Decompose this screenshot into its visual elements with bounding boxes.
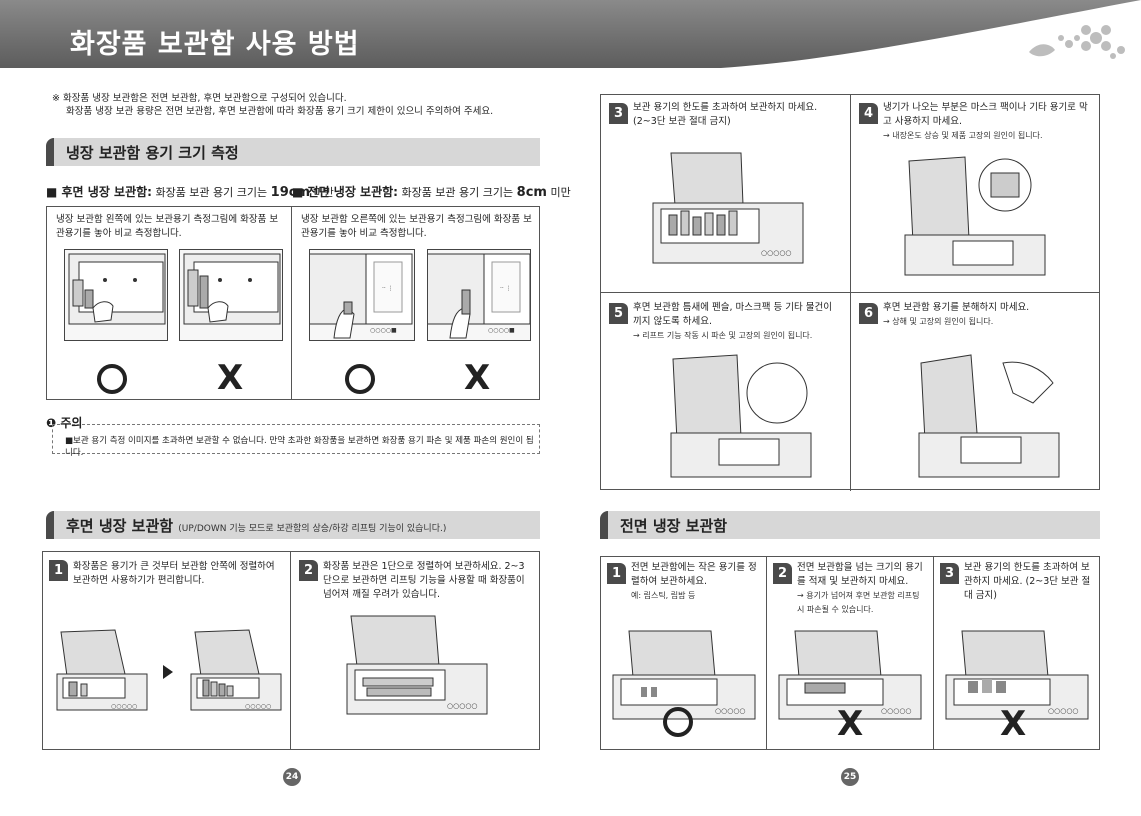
- step-number: 2: [773, 563, 792, 584]
- step-number: 5: [609, 303, 628, 324]
- right-steps-grid: 3 보관 용기의 한도를 초과하여 보관하지 마세요. (2~3단 보관 절대 …: [600, 94, 1100, 491]
- front-step-3-image: ○○○○○: [944, 629, 1092, 721]
- front-step-2: 2 전면 보관함을 넘는 크기의 용기를 적재 및 보관하지 마세요. → 용기…: [767, 557, 934, 749]
- step-number: 6: [859, 303, 878, 324]
- wrong-mark: X: [837, 704, 864, 744]
- rear-section-title: 후면 냉장 보관함: [66, 517, 174, 535]
- step-subtext: → 상해 및 고장의 원인이 됩니다.: [883, 317, 994, 326]
- measure-section-title: 냉장 보관함 용기 크기 측정: [66, 144, 239, 162]
- front-section-header: 전면 냉장 보관함: [600, 511, 1100, 539]
- arrow-right-icon: [163, 665, 173, 679]
- svg-text:○○○○○: ○○○○○: [111, 703, 137, 710]
- step-number: 4: [859, 103, 878, 124]
- rear-section-subtitle: (UP/DOWN 기능 모드로 보관함의 상승/하강 리프팅 기능이 있습니다.…: [178, 524, 447, 534]
- page-title: 화장품 보관함 사용 방법: [70, 29, 360, 60]
- step-number: 3: [940, 563, 959, 584]
- rear-step-2: 2 화장품 보관은 1단으로 정렬하여 보관하세요. 2~3단으로 보관하면 리…: [291, 552, 540, 749]
- caution-text: ■보관 용기 측정 이미지를 초과하면 보관할 수 없습니다. 만약 초과한 화…: [65, 436, 534, 458]
- page-header: 화장품 보관함 사용 방법: [0, 0, 1141, 68]
- front-step-1-image: ○○○○○: [611, 629, 759, 721]
- step-number: 1: [49, 560, 68, 581]
- rear-step-3-image: ○○○○○: [649, 151, 809, 269]
- step-subtext: 예: 립스틱, 립밤 등: [631, 591, 696, 600]
- svg-text:○○○○■: ○○○○■: [488, 327, 515, 334]
- step-text: 전면 보관함에는 작은 용기를 정렬하여 보관하세요.: [631, 562, 757, 587]
- step-subtext: → 리프트 기능 작동 시 파손 및 고장의 원인이 됩니다.: [633, 331, 813, 340]
- header-decoration: [721, 0, 1141, 68]
- flower-icon: [1029, 25, 1125, 59]
- page-number-right: 25: [841, 768, 859, 786]
- measure-section-header: 냉장 보관함 용기 크기 측정: [46, 138, 540, 166]
- intro-note-line1: ※ 화장품 냉장 보관함은 전면 보관함, 후면 보관함으로 구성되어 있습니다…: [52, 93, 347, 104]
- caution-box: ■보관 용기 측정 이미지를 초과하면 보관할 수 없습니다. 만약 초과한 화…: [52, 424, 540, 458]
- rear-step-6-image: [913, 353, 1063, 483]
- front-section-title: 전면 냉장 보관함: [620, 517, 728, 535]
- front-step-2-image: ○○○○○: [777, 629, 925, 721]
- correct-mark: [663, 707, 693, 737]
- step-text: 화장품은 용기가 큰 것부터 보관함 안쪽에 정렬하여 보관하면 사용하기가 편…: [73, 561, 275, 586]
- step-text: 냉기가 나오는 부분은 마스크 팩이나 기타 용기로 막고 사용하지 마세요.: [883, 102, 1088, 127]
- wrong-mark: X: [464, 358, 491, 398]
- rear-step-5: 5 후면 보관함 틈새에 펜슬, 마스크팩 등 기타 물건이 끼지 않도록 하세…: [601, 293, 851, 491]
- step-number: 1: [607, 563, 626, 584]
- step-subtext: → 용기가 넘어져 후면 보관함 리프팅 시 파손될 수 있습니다.: [797, 591, 920, 614]
- correct-mark: [345, 364, 375, 394]
- svg-text:○○○○■: ○○○○■: [370, 327, 397, 334]
- svg-text:○○○○○: ○○○○○: [1048, 707, 1079, 715]
- rear-step-6: 6 후면 보관함 용기를 분해하지 마세요. → 상해 및 고장의 원인이 됩니…: [851, 293, 1100, 491]
- rear-measure-cell: 냉장 보관함 왼쪽에 있는 보관용기 측정그림에 화장품 보관용기를 놓아 비교…: [47, 207, 292, 399]
- rear-step-1-before-image: ○○○○○: [55, 626, 151, 718]
- front-size-heading: ■ 전면 냉장 보관함: 화장품 보관 용기 크기는 8cm 미만: [292, 185, 571, 200]
- step-text: 후면 보관함 틈새에 펜슬, 마스크팩 등 기타 물건이 끼지 않도록 하세요.: [633, 302, 832, 327]
- svg-text:○○○○○: ○○○○○: [761, 249, 792, 257]
- rear-step-5-image: [667, 353, 817, 483]
- svg-text:○○○○○: ○○○○○: [881, 707, 912, 715]
- correct-mark: [97, 364, 127, 394]
- rear-measure-text: 냉장 보관함 왼쪽에 있는 보관용기 측정그림에 화장품 보관용기를 놓아 비교…: [56, 214, 279, 239]
- svg-text:○○○○○: ○○○○○: [715, 707, 746, 715]
- rear-steps-box: 1 화장품은 용기가 큰 것부터 보관함 안쪽에 정렬하여 보관하면 사용하기가…: [42, 551, 540, 750]
- front-steps-box: 1 전면 보관함에는 작은 용기를 정렬하여 보관하세요. 예: 립스틱, 립밤…: [600, 556, 1100, 750]
- step-text: 후면 보관함 용기를 분해하지 마세요.: [883, 302, 1030, 313]
- rear-measure-image-wrong: [179, 249, 283, 341]
- svg-text:·· ⋮: ·· ⋮: [382, 285, 394, 292]
- step-text: 보관 용기의 한도를 초과하여 보관하지 마세요. (2~3단 보관 절대 금지…: [633, 102, 818, 127]
- svg-text:○○○○○: ○○○○○: [447, 702, 478, 710]
- step-text: 보관 용기의 한도를 초과하여 보관하지 마세요. (2~3단 보관 절대 금지…: [964, 562, 1091, 601]
- rear-step-4-image: [895, 155, 1055, 283]
- step-text: 전면 보관함을 넘는 크기의 용기를 적재 및 보관하지 마세요.: [797, 562, 923, 587]
- front-step-3: 3 보관 용기의 한도를 초과하여 보관하지 마세요. (2~3단 보관 절대 …: [934, 557, 1100, 749]
- rear-step-3: 3 보관 용기의 한도를 초과하여 보관하지 마세요. (2~3단 보관 절대 …: [601, 95, 851, 293]
- front-measure-image-wrong: ·· ⋮ ○○○○■: [427, 249, 531, 341]
- rear-size-heading: ■ 후면 냉장 보관함: 화장품 보관 용기 크기는 19cm 미만: [46, 185, 334, 200]
- rear-section-header: 후면 냉장 보관함 (UP/DOWN 기능 모드로 보관함의 상승/하강 리프팅…: [46, 511, 540, 539]
- rear-measure-image-correct: [64, 249, 168, 341]
- measure-box: 냉장 보관함 왼쪽에 있는 보관용기 측정그림에 화장품 보관용기를 놓아 비교…: [46, 206, 540, 400]
- caution-icon: ❶: [46, 416, 57, 430]
- rear-step-4: 4 냉기가 나오는 부분은 마스크 팩이나 기타 용기로 막고 사용하지 마세요…: [851, 95, 1100, 293]
- front-step-1: 1 전면 보관함에는 작은 용기를 정렬하여 보관하세요. 예: 립스틱, 립밤…: [601, 557, 767, 749]
- svg-text:·· ⋮: ·· ⋮: [500, 285, 512, 292]
- rear-step-2-image: ○○○○○: [343, 614, 493, 718]
- step-text: 화장품 보관은 1단으로 정렬하여 보관하세요. 2~3단으로 보관하면 리프팅…: [323, 561, 525, 600]
- caution-heading: ❶ 주의: [46, 416, 83, 430]
- front-measure-text: 냉장 보관함 오른쪽에 있는 보관용기 측정그림에 화장품 보관용기를 놓아 비…: [301, 214, 532, 239]
- rear-step-1: 1 화장품은 용기가 큰 것부터 보관함 안쪽에 정렬하여 보관하면 사용하기가…: [43, 552, 291, 749]
- svg-text:○○○○○: ○○○○○: [245, 703, 271, 710]
- step-number: 2: [299, 560, 318, 581]
- front-measure-cell: 냉장 보관함 오른쪽에 있는 보관용기 측정그림에 화장품 보관용기를 놓아 비…: [292, 207, 540, 399]
- step-subtext: → 내장온도 상승 및 제품 고장의 원인이 됩니다.: [883, 131, 1043, 140]
- wrong-mark: X: [1000, 704, 1027, 744]
- rear-step-1-after-image: ○○○○○: [189, 626, 285, 718]
- step-number: 3: [609, 103, 628, 124]
- front-measure-image-correct: ·· ⋮ ○○○○■: [309, 249, 415, 341]
- intro-note: ※ 화장품 냉장 보관함은 전면 보관함, 후면 보관함으로 구성되어 있습니다…: [52, 92, 493, 118]
- page-number-left: 24: [283, 768, 301, 786]
- wrong-mark: X: [217, 358, 244, 398]
- intro-note-line2: 화장품 냉장 보관 용량은 전면 보관함, 후면 보관함에 따라 화장품 용기 …: [66, 106, 494, 117]
